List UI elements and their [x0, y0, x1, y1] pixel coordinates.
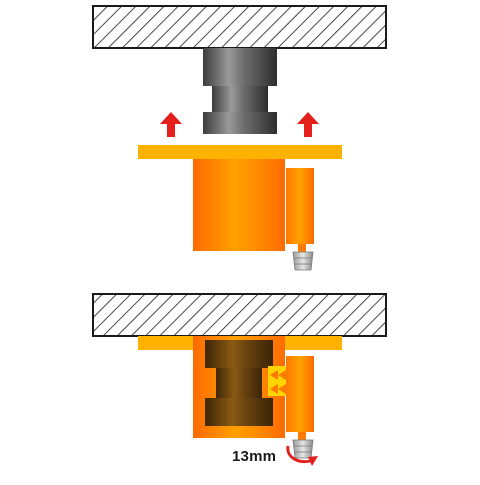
wrench-size-label: 13mm: [232, 448, 277, 465]
steel-stud: [203, 48, 277, 134]
set-screw-icon: [292, 244, 314, 271]
clamping-block: [138, 145, 342, 251]
clamping-block: [138, 336, 342, 438]
step-2-group: [92, 293, 387, 466]
set-screw-icon: [292, 432, 314, 459]
step-1-group: [92, 5, 387, 271]
machine-plate-hatched: [92, 293, 387, 337]
rotate-arrow-icon: [286, 445, 318, 466]
machine-plate-hatched: [92, 5, 387, 49]
seated-stud: [205, 340, 273, 426]
up-arrow-right-icon: [297, 112, 319, 137]
clamp-force-arrows-icon: [268, 366, 286, 396]
up-arrow-left-icon: [160, 112, 182, 137]
